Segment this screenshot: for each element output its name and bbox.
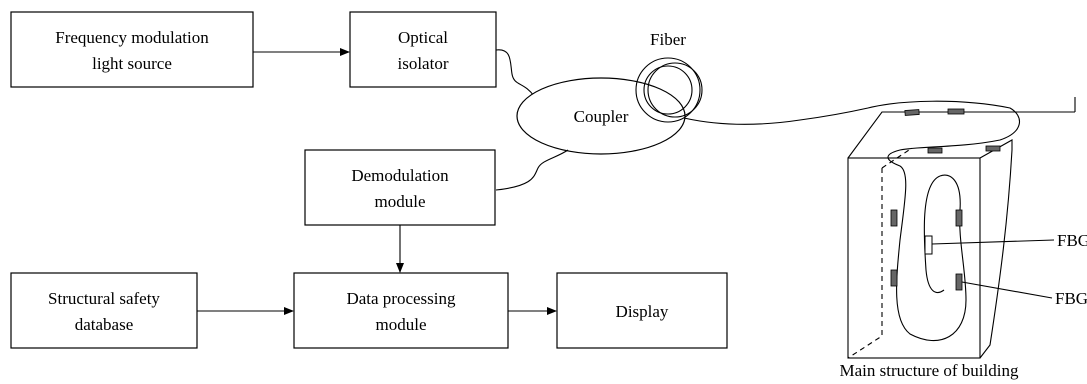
fiber-isolator-to-coupler: [495, 49, 535, 97]
building-hidden-edge: [847, 168, 883, 359]
coupler-block: Coupler: [516, 77, 686, 155]
fbg-sensor-top-1: [904, 109, 920, 116]
building-right-edge: [979, 139, 1013, 159]
fbg-label: FBG: [1055, 289, 1087, 308]
building-caption: Main structure of building: [840, 361, 1019, 380]
fbg-t-leader: [931, 239, 1055, 245]
display-block: Display: [556, 272, 728, 349]
optical-isolator-block: Optical isolator: [349, 11, 497, 88]
fbg-t-sensor: [924, 235, 933, 255]
light-source-block: Frequency modulation light source: [10, 11, 254, 88]
fbg-sensor-left-lower: [890, 269, 898, 287]
fbg-sensor-right-upper: [955, 209, 963, 227]
fiber-inside-building: [867, 100, 1020, 342]
database-label-line2: database: [75, 315, 134, 334]
fbg-sensor-top-2: [947, 108, 965, 115]
light-source-label-line1: Frequency modulation: [55, 28, 209, 47]
optical-isolator-label-line1: Optical: [398, 28, 448, 47]
demodulation-label-line2: module: [375, 192, 426, 211]
database-block: Structural safety database: [10, 272, 198, 349]
building-front-face: [847, 157, 981, 359]
coupler-label: Coupler: [574, 107, 629, 126]
demodulation-label-line1: Demodulation: [351, 166, 449, 185]
light-source-label-line2: light source: [92, 54, 172, 73]
data-processing-label-line2: module: [376, 315, 427, 334]
demodulation-block: Demodulation module: [304, 149, 496, 226]
fiber-to-building: [683, 107, 869, 125]
optical-isolator-label-line2: isolator: [398, 54, 449, 73]
fiber-coupler-to-demodulation: [495, 149, 569, 191]
fbg-sensor-right-lower: [955, 273, 963, 291]
fbg-leader: [961, 281, 1053, 299]
fbg-sensor-top-4: [985, 145, 1001, 152]
fbg-t-label: FBGt: [1057, 231, 1087, 254]
fbg-sensor-left-upper: [890, 209, 898, 227]
database-label-line1: Structural safety: [48, 289, 160, 308]
building-top-edge: [847, 111, 1075, 159]
building-hidden-top-edge: [881, 147, 913, 169]
display-label: Display: [616, 302, 669, 321]
fiber-label: Fiber: [650, 30, 686, 49]
data-processing-label-line1: Data processing: [346, 289, 456, 308]
building-structure: [847, 97, 1076, 359]
fbg-sensor-top-3: [927, 147, 943, 154]
fiber-coil: [635, 57, 703, 123]
fiber-inner-loop: [923, 175, 945, 294]
building-right-cut: [979, 149, 1013, 359]
data-processing-block: Data processing module: [293, 272, 509, 349]
